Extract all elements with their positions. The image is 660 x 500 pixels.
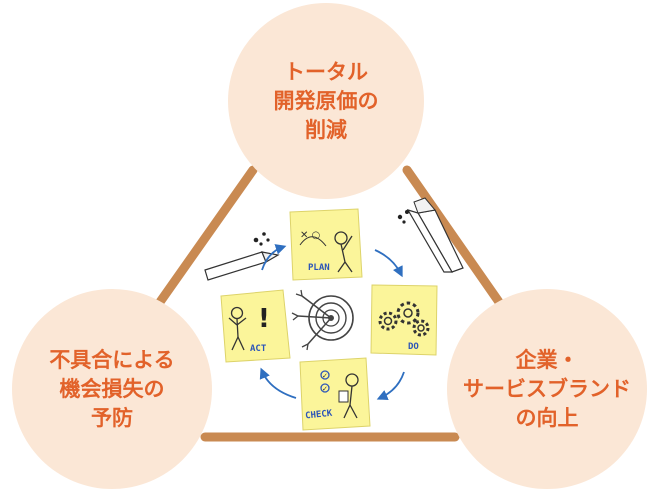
triangle-edge-left <box>155 165 258 307</box>
sticky-note-plan: ✕ ○ PLAN <box>289 208 363 281</box>
triangle-edge-right <box>402 165 504 307</box>
check-label: CHECK <box>305 409 334 422</box>
goal-circle-left: 不具合による 機会損失の 予防 <box>12 289 212 489</box>
act-label: ACT <box>250 344 267 354</box>
arrow-plan-to-do <box>374 249 403 278</box>
svg-text:!: ! <box>258 304 270 334</box>
arrow-act-to-plan <box>261 244 287 271</box>
sticky-note-do: DO <box>370 284 438 356</box>
svg-text:✓: ✓ <box>322 385 328 393</box>
goal-circle-top: トータル 開発原価の 削減 <box>228 3 424 199</box>
target-icon <box>291 289 354 351</box>
pencil-right-icon <box>397 197 464 273</box>
pencil-left-icon <box>204 232 280 281</box>
arrow-check-to-act <box>259 367 297 399</box>
gear-icon <box>378 301 430 337</box>
sticky-note-act: ! ACT <box>220 289 291 363</box>
do-label: DO <box>408 342 419 352</box>
plan-label: PLAN <box>308 263 330 273</box>
sticky-note-check: ✓ ✓ CHECK <box>299 357 371 431</box>
svg-text:✕ ○: ✕ ○ <box>300 230 320 241</box>
goal-circle-left-text: 不具合による 機会損失の 予防 <box>49 347 175 430</box>
arrow-do-to-check <box>376 371 405 401</box>
svg-text:✓: ✓ <box>322 372 328 380</box>
goal-circle-top-text: トータル 開発原価の 削減 <box>273 59 379 142</box>
goal-circle-right-text: 企業・ サービスブランド の向上 <box>463 347 631 430</box>
goal-circle-right: 企業・ サービスブランド の向上 <box>447 289 647 489</box>
